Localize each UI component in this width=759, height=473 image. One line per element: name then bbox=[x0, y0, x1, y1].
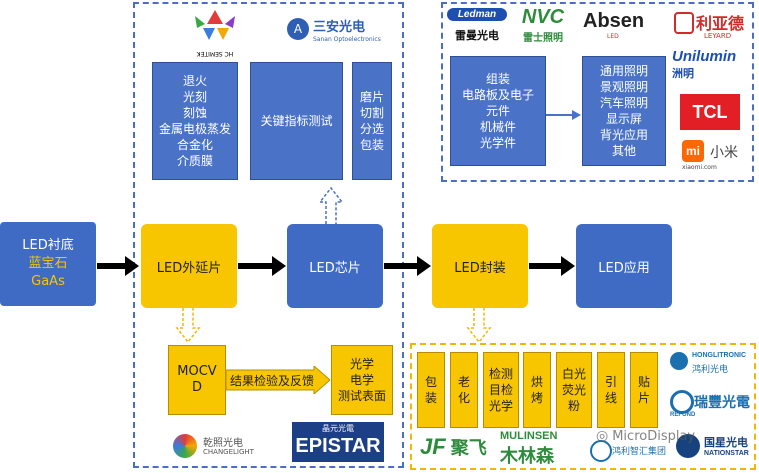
epistar-text-en: EPISTAR bbox=[295, 435, 381, 457]
unilumin-text-en: Unilumin bbox=[672, 48, 737, 65]
refond-icon bbox=[670, 390, 694, 414]
package-step-2: 老 化 bbox=[450, 352, 478, 428]
changelight-icon bbox=[173, 434, 197, 458]
package-step-1: 包 装 bbox=[417, 352, 445, 428]
sanan-icon: A bbox=[287, 18, 309, 40]
ledman-text-en: Ledman bbox=[447, 8, 507, 21]
chip-process-list: 退火 光刻 刻蚀 金属电极蒸发 合金化 介质膜 bbox=[152, 62, 238, 180]
uses-box: 通用照明 景观照明 汽车照明 显示屏 背光应用 其他 bbox=[582, 56, 666, 166]
hongli-group-logo: 鸿利智汇集团 bbox=[590, 438, 670, 468]
watermark: ◎ MicroDisplay bbox=[596, 424, 736, 448]
mi-logo: mi 小米 xiaomi.com bbox=[682, 140, 754, 176]
changelight-text-en: CHANGELIGHT bbox=[203, 448, 254, 456]
dashed-arrow-package-down bbox=[466, 308, 492, 344]
watermark-text: MicroDisplay bbox=[612, 428, 696, 444]
hongli-group-icon bbox=[590, 440, 612, 462]
package-step-3: 检测 目检 光学 bbox=[483, 352, 519, 428]
dashed-arrow-chip-up bbox=[318, 186, 344, 224]
mulinsen-text-en: MULINSEN bbox=[500, 430, 558, 442]
sanan-text-cn: 三安光电 bbox=[313, 20, 366, 35]
arrow-chip-package bbox=[384, 255, 432, 277]
mi-text-cn: 小米 bbox=[710, 145, 738, 161]
nvc-text-en: NVC bbox=[521, 6, 565, 28]
absen-text: Absen bbox=[583, 10, 645, 32]
unilumin-logo: Unilumin 洲明 bbox=[672, 48, 754, 84]
substrate-sapphire: 蓝宝石 bbox=[28, 256, 68, 271]
jf-text-cn: 聚飞 bbox=[450, 438, 487, 459]
package-node: LED封装 bbox=[432, 224, 528, 308]
ledman-logo: Ledman 雷曼光电 bbox=[447, 8, 507, 48]
nationstar-logo: 国星光电 NATIONSTAR bbox=[676, 432, 756, 466]
leyard-logo: 利亚德 LEYARD bbox=[674, 10, 754, 44]
tcl-logo: TCL bbox=[680, 94, 740, 130]
changelight-logo: 乾照光电 CHANGELIGHT bbox=[173, 432, 273, 466]
honglitronic-logo: HONGLITRONIC 鸿利光电 bbox=[670, 350, 756, 380]
package-group-frame bbox=[410, 343, 756, 470]
refond-text-cn: 瑞豐光電 bbox=[694, 395, 750, 411]
jf-logo: JF 聚飞 bbox=[420, 434, 500, 464]
assembly-box: 组装 电路板及电子 元件 机械件 光学件 bbox=[450, 56, 546, 166]
package-step-6: 引 线 bbox=[597, 352, 625, 428]
application-group-frame bbox=[441, 2, 754, 182]
sanan-text-en: Sanan Optoelectronics bbox=[313, 36, 381, 43]
unilumin-text-cn: 洲明 bbox=[672, 67, 694, 80]
nationstar-icon bbox=[676, 434, 700, 458]
substrate-node: LED衬底 蓝宝石 GaAs bbox=[0, 222, 96, 306]
arrow-package-application bbox=[529, 255, 576, 277]
arrow-epitaxy-chip bbox=[238, 255, 287, 277]
arrow-assembly-uses bbox=[546, 110, 582, 120]
epistar-logo: 晶元光電 EPISTAR bbox=[292, 422, 384, 462]
arrow-substrate-epitaxy bbox=[97, 255, 141, 277]
epistar-text-cn: 晶元光電 bbox=[322, 424, 354, 433]
arrow-mocvd-check: 结果检验及反馈 bbox=[225, 364, 331, 396]
refond-text-en: REFOND bbox=[670, 412, 696, 418]
mulinsen-logo: MULINSEN 木林森 bbox=[500, 430, 590, 467]
hc-semitek-logo: HC SEMITEK bbox=[185, 6, 245, 57]
package-step-4: 烘 烤 bbox=[523, 352, 551, 428]
chip-key-test: 关键指标测试 bbox=[250, 62, 343, 180]
honglitronic-text-en: HONGLITRONIC bbox=[692, 352, 747, 359]
watermark-icon: ◎ bbox=[596, 428, 609, 444]
leyard-text-cn: 利亚德 bbox=[696, 14, 745, 33]
mi-icon: mi bbox=[682, 140, 704, 162]
refond-logo: 瑞豐光電 REFOND bbox=[670, 390, 756, 422]
substrate-gaas: GaAs bbox=[31, 274, 65, 289]
sanan-logo: A 三安光电 Sanan Optoelectronics bbox=[287, 14, 387, 54]
nvc-logo: NVC 雷士照明 bbox=[517, 6, 569, 46]
substrate-title: LED衬底 bbox=[22, 238, 74, 253]
leyard-text-en: LEYARD bbox=[704, 32, 732, 40]
chip-node: LED芯片 bbox=[287, 224, 383, 308]
absen-logo: Absen LED bbox=[583, 10, 653, 44]
nvc-text-cn: 雷士照明 bbox=[523, 33, 563, 44]
application-node: LED应用 bbox=[576, 224, 672, 308]
honglitronic-icon bbox=[670, 352, 688, 370]
epi-test-box: 光学 电学 测试表面 bbox=[331, 345, 393, 415]
package-step-7: 贴 片 bbox=[630, 352, 658, 428]
mocvd-box: MOCV D bbox=[168, 345, 226, 415]
mulinsen-text-cn: 木林森 bbox=[500, 446, 554, 467]
chip-sort-package: 磨片 切割 分选 包装 bbox=[352, 62, 392, 180]
chip-group-frame bbox=[133, 2, 404, 468]
mi-text-sub: xiaomi.com bbox=[682, 164, 717, 171]
hc-semitek-text: HC SEMITEK bbox=[196, 50, 234, 57]
hc-semitek-icon bbox=[195, 10, 235, 40]
ledman-text-cn: 雷曼光电 bbox=[455, 29, 499, 42]
epitaxy-node: LED外延片 bbox=[141, 224, 237, 308]
honglitronic-text-cn: 鸿利光电 bbox=[692, 365, 729, 375]
hongli-group-text: 鸿利智汇集团 bbox=[612, 447, 667, 457]
leyard-icon bbox=[674, 12, 694, 34]
nationstar-text-cn: 国星光电 bbox=[704, 436, 748, 449]
package-step-5: 白光 荧光 粉 bbox=[556, 352, 592, 428]
check-feedback-label: 结果检验及反馈 bbox=[230, 374, 315, 388]
nationstar-text-en: NATIONSTAR bbox=[704, 450, 749, 457]
changelight-text-cn: 乾照光电 bbox=[203, 438, 243, 449]
absen-sub: LED bbox=[607, 33, 619, 40]
dashed-arrow-epitaxy-down bbox=[175, 308, 201, 344]
jf-text-en: JF bbox=[420, 434, 446, 459]
